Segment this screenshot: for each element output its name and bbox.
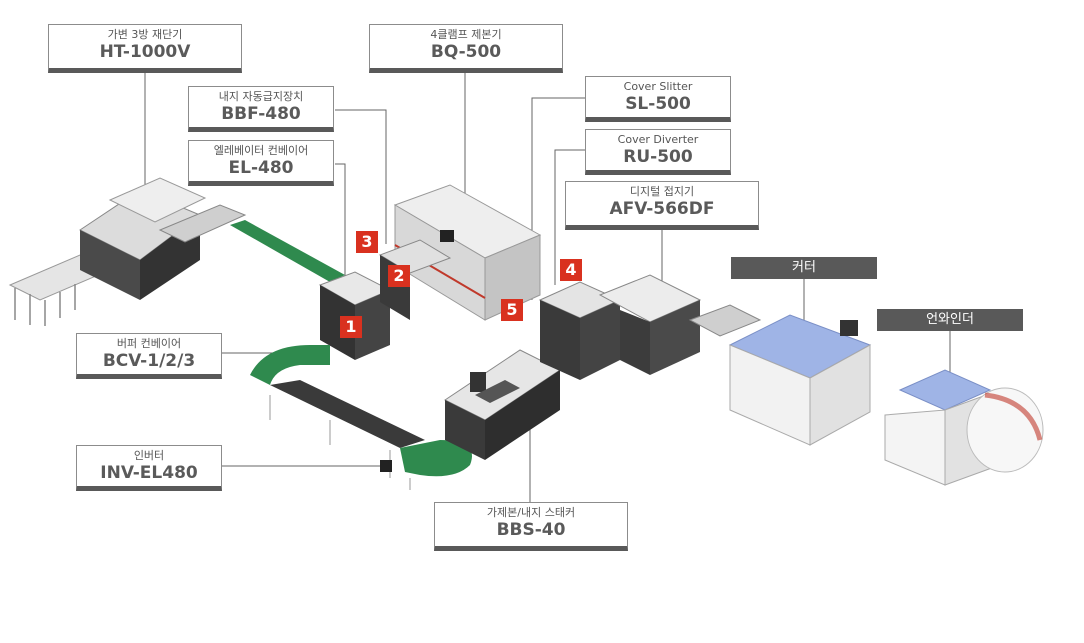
el480-conveyor [230, 220, 345, 282]
label-afv566df: 디지털 접지기 AFV-566DF [565, 181, 759, 230]
bcv-conveyor-loop [250, 345, 472, 490]
number-badge-5: 5 [501, 299, 523, 321]
label-bcv: 버퍼 컨베이어 BCV-1/2/3 [76, 333, 222, 379]
label-ht1000v: 가변 3방 재단기 HT-1000V [48, 24, 242, 73]
label-ru500: Cover Diverter RU-500 [585, 129, 731, 175]
label-sl500: Cover Slitter SL-500 [585, 76, 731, 122]
number-badge-4: 4 [560, 259, 582, 281]
label-el480: 엘레베이터 컨베이어 EL-480 [188, 140, 334, 186]
ht1000v-machine [8, 177, 247, 326]
label-bbs40: 가제본/내지 스태커 BBS-40 [434, 502, 628, 551]
number-badge-1: 1 [340, 316, 362, 338]
number-badge-3: 3 [356, 231, 378, 253]
label-bbf480: 내지 자동급지장치 BBF-480 [188, 86, 334, 132]
bbs40-machine [444, 349, 561, 460]
afv566df-machine [538, 274, 762, 380]
label-invel480: 인버터 INV-EL480 [76, 445, 222, 491]
label-bq500: 4클램프 제본기 BQ-500 [369, 24, 563, 73]
cutter-machine [728, 314, 872, 446]
bbf480-machine [318, 239, 452, 360]
number-badge-2: 2 [388, 265, 410, 287]
bq500-machine [393, 184, 542, 321]
leader-lines [144, 64, 951, 503]
unwinder-machine [884, 369, 1044, 486]
label-unwinder: 언와인더 [877, 309, 1023, 331]
label-cutter: 커터 [731, 257, 877, 279]
